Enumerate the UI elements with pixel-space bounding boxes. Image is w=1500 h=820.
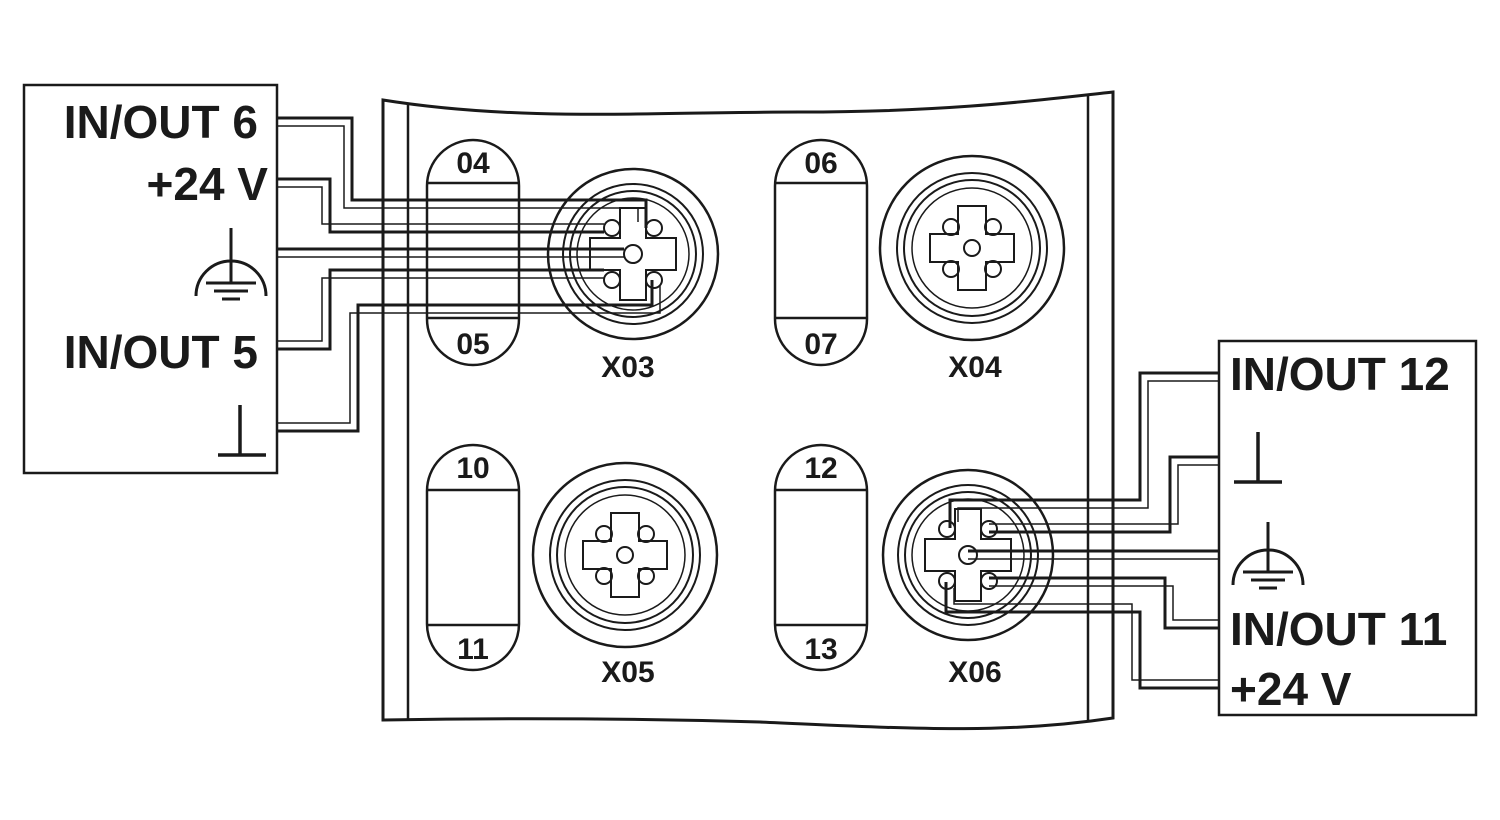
right-in-out-11-label: IN/OUT 11: [1230, 603, 1447, 655]
right-24v-label: +24 V: [1230, 663, 1352, 715]
wiring-left: [277, 116, 661, 433]
connector-x06: X06: [881, 468, 1055, 689]
left-24v-label: +24 V: [147, 158, 269, 210]
connector-x03: X03: [546, 167, 720, 384]
wire-24v-inner: [277, 186, 604, 225]
wire-in-out-12: [948, 371, 1219, 528]
left-in-out-6-label: IN/OUT 6: [64, 96, 258, 148]
wire-gnd-inner: [277, 286, 661, 424]
wiring-right: [944, 371, 1219, 690]
right-device-block: IN/OUT 12 IN/OUT 11 +24 V: [1217, 339, 1478, 717]
connector-x04: X04: [878, 154, 1066, 384]
wire-24v: [277, 177, 604, 234]
wire-gnd-right-inner: [989, 464, 1219, 525]
wire-in-out-6-inner: [277, 125, 639, 222]
left-in-out-5-label: IN/OUT 5: [64, 326, 258, 378]
wire-gnd-right: [989, 455, 1219, 534]
wire-24v-right-inner: [953, 588, 1219, 681]
wire-in-out-5: [277, 268, 604, 351]
left-device-block: IN/OUT 6 +24 V IN/OUT 5: [22, 83, 279, 475]
connector-label-x06: X06: [948, 656, 1001, 689]
wire-in-out-12-inner: [957, 380, 1219, 522]
led-indicator-12-13: 12 13: [773, 443, 869, 672]
led-label-04: 04: [456, 147, 490, 180]
wire-in-out-5-inner: [277, 277, 604, 342]
connector-label-x05: X05: [601, 656, 654, 689]
connector-label-x03: X03: [601, 351, 654, 384]
led-indicator-10-11: 10 11: [425, 443, 521, 672]
wire-24v-right: [944, 582, 1219, 690]
led-label-10: 10: [456, 452, 489, 485]
led-label-12: 12: [804, 452, 837, 485]
wire-in-out-11: [989, 576, 1219, 630]
wire-in-out-11-inner: [989, 585, 1219, 621]
led-label-07: 07: [804, 328, 837, 361]
protective-earth-icon: [1231, 522, 1305, 590]
wire-gnd: [277, 280, 654, 433]
connector-label-x04: X04: [948, 351, 1002, 384]
right-in-out-12-label: IN/OUT 12: [1230, 348, 1450, 400]
protective-earth-icon: [194, 228, 268, 301]
led-indicator-04-05: 04 05: [425, 138, 521, 367]
led-label-11: 11: [457, 633, 489, 666]
led-label-05: 05: [456, 328, 489, 361]
wire-in-out-6: [277, 116, 648, 228]
led-label-06: 06: [804, 147, 837, 180]
led-label-13: 13: [804, 633, 837, 666]
io-module-housing: [381, 90, 1115, 731]
led-indicator-06-07: 06 07: [773, 138, 869, 367]
ground-icon: [1234, 432, 1282, 484]
connector-x05: X05: [531, 461, 719, 689]
ground-icon: [218, 405, 266, 457]
